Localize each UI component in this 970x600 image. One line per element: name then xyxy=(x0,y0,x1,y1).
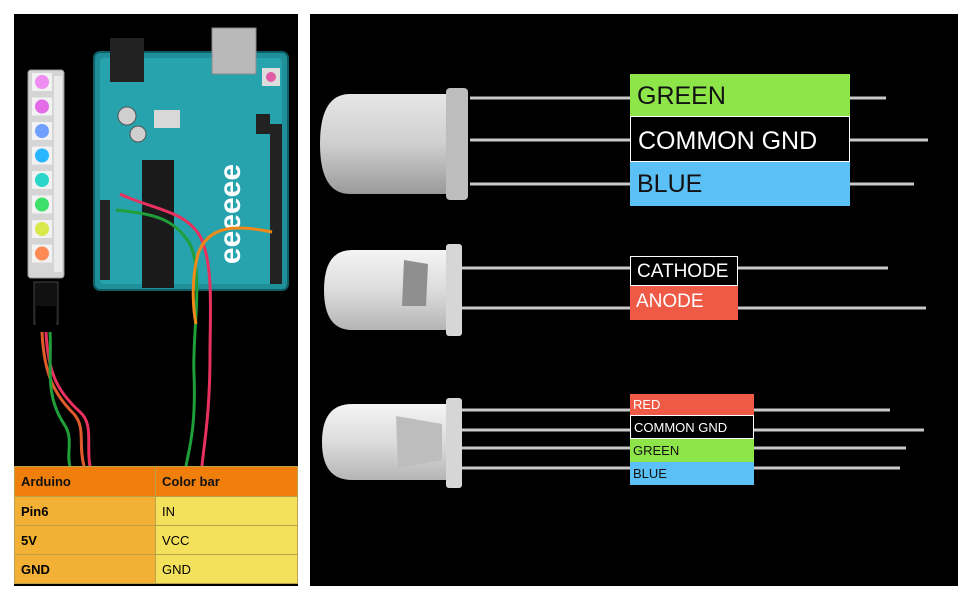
led-pinout-panel: GREEN COMMON GND BLUE CATHODE ANODE RED … xyxy=(310,14,958,586)
table-row: GND GND xyxy=(14,554,298,584)
strip-led xyxy=(35,246,49,261)
strip-led xyxy=(35,197,49,212)
cell-arduino: 5V xyxy=(14,525,156,555)
pin-label-common-gnd: COMMON GND xyxy=(630,116,850,162)
header-color-bar: Color bar xyxy=(155,466,298,497)
pin-label-cathode: CATHODE xyxy=(630,256,738,286)
wiring-diagram-panel: eeeeee Arduino Color bar Pin6 IN xyxy=(14,14,298,586)
header-arduino: Arduino xyxy=(14,466,156,497)
pin-label-red: RED xyxy=(630,394,754,415)
strip-led xyxy=(35,75,49,89)
wiring-table: Arduino Color bar Pin6 IN 5V VCC GND GND xyxy=(14,466,298,584)
rgb-led-clear xyxy=(322,398,924,488)
table-row: 5V VCC xyxy=(14,525,298,555)
pin-label-green-small: GREEN xyxy=(630,439,754,462)
analog-header xyxy=(100,200,110,280)
pin-label-blue: BLUE xyxy=(630,162,850,206)
table-row: Pin6 IN xyxy=(14,496,298,526)
strip-led xyxy=(35,148,49,163)
power-jack xyxy=(110,38,144,82)
usb-port xyxy=(211,27,257,75)
jumper-wires xyxy=(40,192,273,466)
cell-color-bar: VCC xyxy=(155,525,298,555)
strip-led xyxy=(35,173,49,187)
single-led-clear xyxy=(324,244,926,336)
table-header-row: Arduino Color bar xyxy=(14,466,298,497)
pin-label-green: GREEN xyxy=(630,74,850,116)
cell-color-bar: GND xyxy=(155,554,298,584)
pin-label-blue-small: BLUE xyxy=(630,462,754,485)
wiring-illustration: eeeeee xyxy=(27,27,289,466)
cell-arduino: GND xyxy=(14,554,156,584)
pin-label-common-gnd-small: COMMON GND xyxy=(630,415,754,439)
cell-color-bar: IN xyxy=(155,496,298,526)
strip-led xyxy=(35,222,49,236)
pin-label-anode: ANODE xyxy=(630,286,738,320)
strip-led xyxy=(35,124,49,138)
led-color-bar xyxy=(27,69,65,279)
strip-led xyxy=(35,99,49,114)
board-logo: eeeeee xyxy=(214,164,247,264)
cell-arduino: Pin6 xyxy=(14,496,156,526)
digital-header xyxy=(270,124,282,284)
reset-button xyxy=(266,72,276,82)
